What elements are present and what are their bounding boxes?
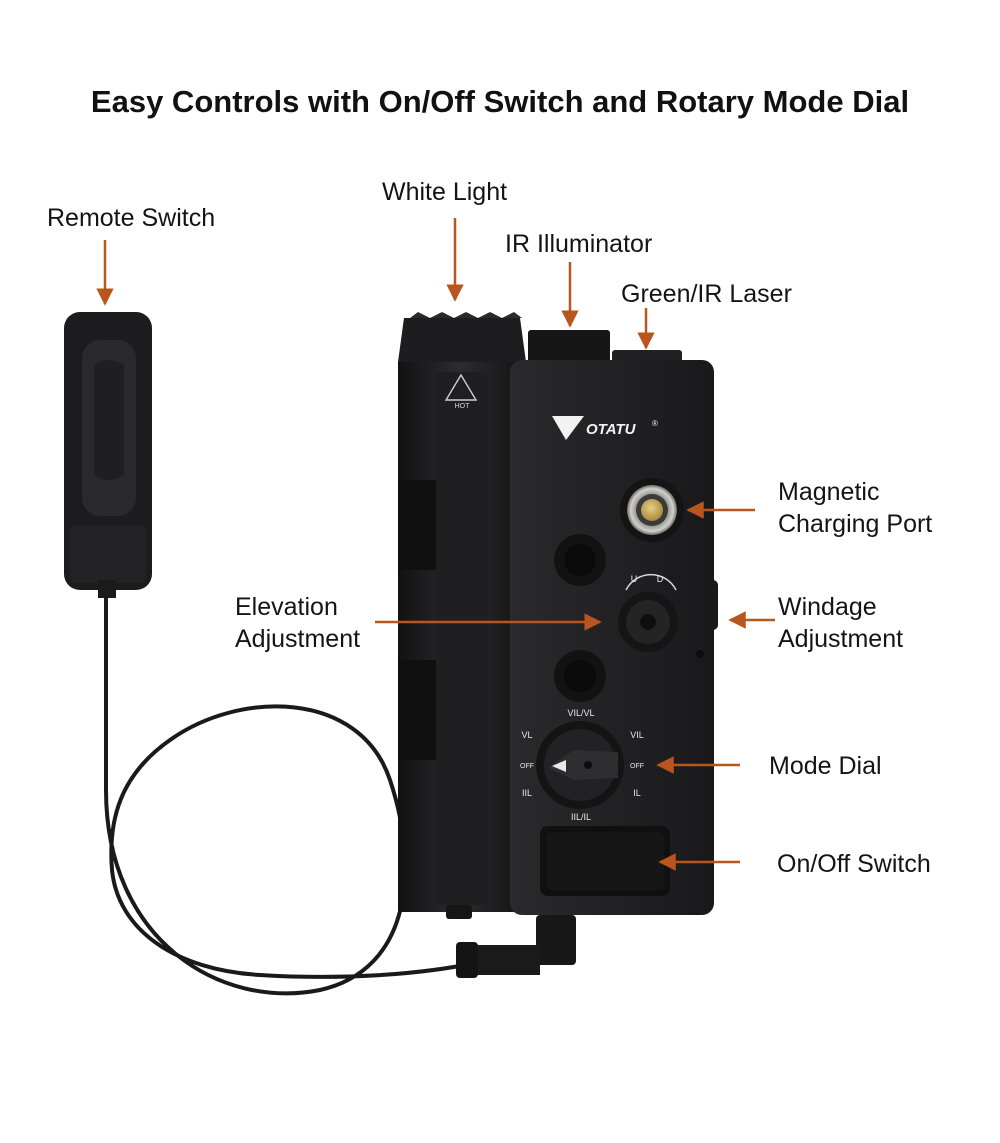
- label-green-ir-laser: Green/IR Laser: [621, 280, 792, 308]
- hot-label: HOT: [455, 403, 471, 410]
- otatu-logo-icon: [552, 416, 584, 440]
- remote-switch-device: [64, 312, 152, 598]
- dial-label-left: OFF: [520, 763, 534, 770]
- label-elevation-line1: Elevation: [235, 593, 338, 621]
- dial-label-upper-left: VL: [521, 730, 532, 740]
- callout-arrows: [96, 218, 775, 871]
- side-rail: [398, 312, 526, 912]
- ud-up-label: U: [631, 574, 638, 584]
- label-windage-line2: Adjustment: [778, 625, 904, 653]
- dial-label-top: VIL/VL: [567, 708, 594, 718]
- dial-label-bottom: IIL/IL: [571, 812, 591, 822]
- ir-illuminator-lens: [528, 330, 610, 366]
- label-on-off-switch: On/Off Switch: [777, 850, 931, 878]
- dial-label-upper-right: VIL: [630, 730, 644, 740]
- dial-label-lower-right: IL: [633, 788, 641, 798]
- remote-cable: [104, 585, 481, 996]
- dial-label-right: OFF: [630, 763, 644, 770]
- label-windage-line1: Windage: [778, 593, 877, 621]
- label-mode-dial: Mode Dial: [769, 752, 882, 780]
- mode-dial-knob: [536, 721, 624, 809]
- magnetic-charging-port: [620, 478, 684, 542]
- label-ir-illuminator: IR Illuminator: [505, 230, 653, 258]
- cable-connector: [446, 905, 576, 978]
- brand-text: OTATU: [586, 421, 637, 438]
- label-remote-switch: Remote Switch: [47, 204, 216, 232]
- page-title: Easy Controls with On/Off Switch and Rot…: [90, 84, 910, 119]
- label-charging-port-line1: Magnetic: [778, 478, 880, 506]
- label-elevation-line2: Adjustment: [235, 625, 361, 653]
- dial-label-lower-left: IIL: [522, 788, 532, 798]
- label-charging-port-line2: Charging Port: [778, 510, 933, 538]
- ud-down-label: D: [657, 574, 664, 584]
- brand-mark: ®: [652, 419, 658, 428]
- elevation-knob: [618, 573, 678, 652]
- label-white-light: White Light: [382, 178, 508, 206]
